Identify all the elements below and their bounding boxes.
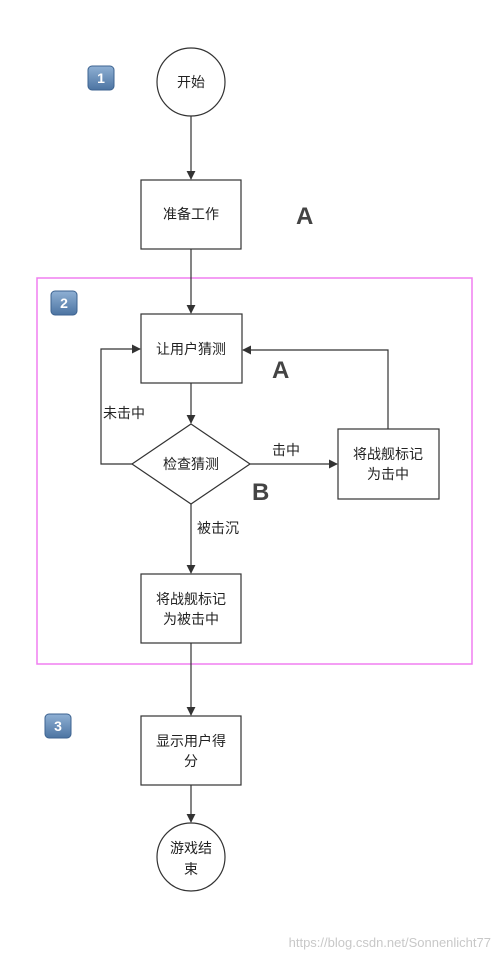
- node-start: [156, 47, 226, 117]
- node-end-label-1: 游戏结: [170, 841, 212, 857]
- annotation-a-prepare: A: [296, 203, 313, 230]
- watermark: https://blog.csdn.net/Sonnenlicht77: [289, 935, 491, 950]
- step-badge-2: 2: [50, 290, 78, 316]
- step-badge-3-label: 3: [54, 718, 62, 734]
- annotation-b-check: B: [252, 479, 269, 506]
- node-check: [130, 423, 252, 505]
- annotation-a-loop: A: [272, 357, 289, 384]
- edge-hit-back: [242, 345, 389, 429]
- node-mark-sunk-label-1: 将战舰标记: [156, 592, 226, 608]
- node-mark-hit-label-2: 为击中: [367, 467, 409, 483]
- step-badge-2-label: 2: [60, 295, 68, 311]
- node-guess: [140, 313, 243, 384]
- edge-check-miss-loop: [100, 344, 141, 465]
- node-show-score-label-1: 显示用户得: [156, 733, 226, 750]
- node-mark-hit: [337, 428, 440, 500]
- node-prepare: [140, 179, 242, 250]
- node-show-score-label-2: 分: [184, 754, 198, 770]
- node-guess-label: 让用户猜测: [156, 341, 226, 358]
- node-check-label: 检查猜测: [163, 457, 219, 473]
- step-badge-3: 3: [44, 713, 72, 739]
- game-loop-frame: [36, 277, 473, 665]
- edge-sunk-label: 被击沉: [197, 521, 239, 537]
- node-prepare-label: 准备工作: [163, 206, 219, 223]
- node-end: [156, 822, 226, 892]
- edge-hit-label: 击中: [272, 443, 300, 459]
- node-show-score: [140, 715, 242, 786]
- node-start-label: 开始: [177, 75, 205, 91]
- edge-miss-label: 未击中: [103, 406, 145, 422]
- node-mark-sunk: [140, 573, 242, 644]
- step-badge-1-label: 1: [97, 70, 105, 86]
- step-badge-1: 1: [87, 65, 115, 91]
- node-mark-hit-label-1: 将战舰标记: [353, 447, 423, 463]
- node-end-label-2: 束: [184, 862, 198, 878]
- node-mark-sunk-label-2: 为被击中: [163, 612, 219, 628]
